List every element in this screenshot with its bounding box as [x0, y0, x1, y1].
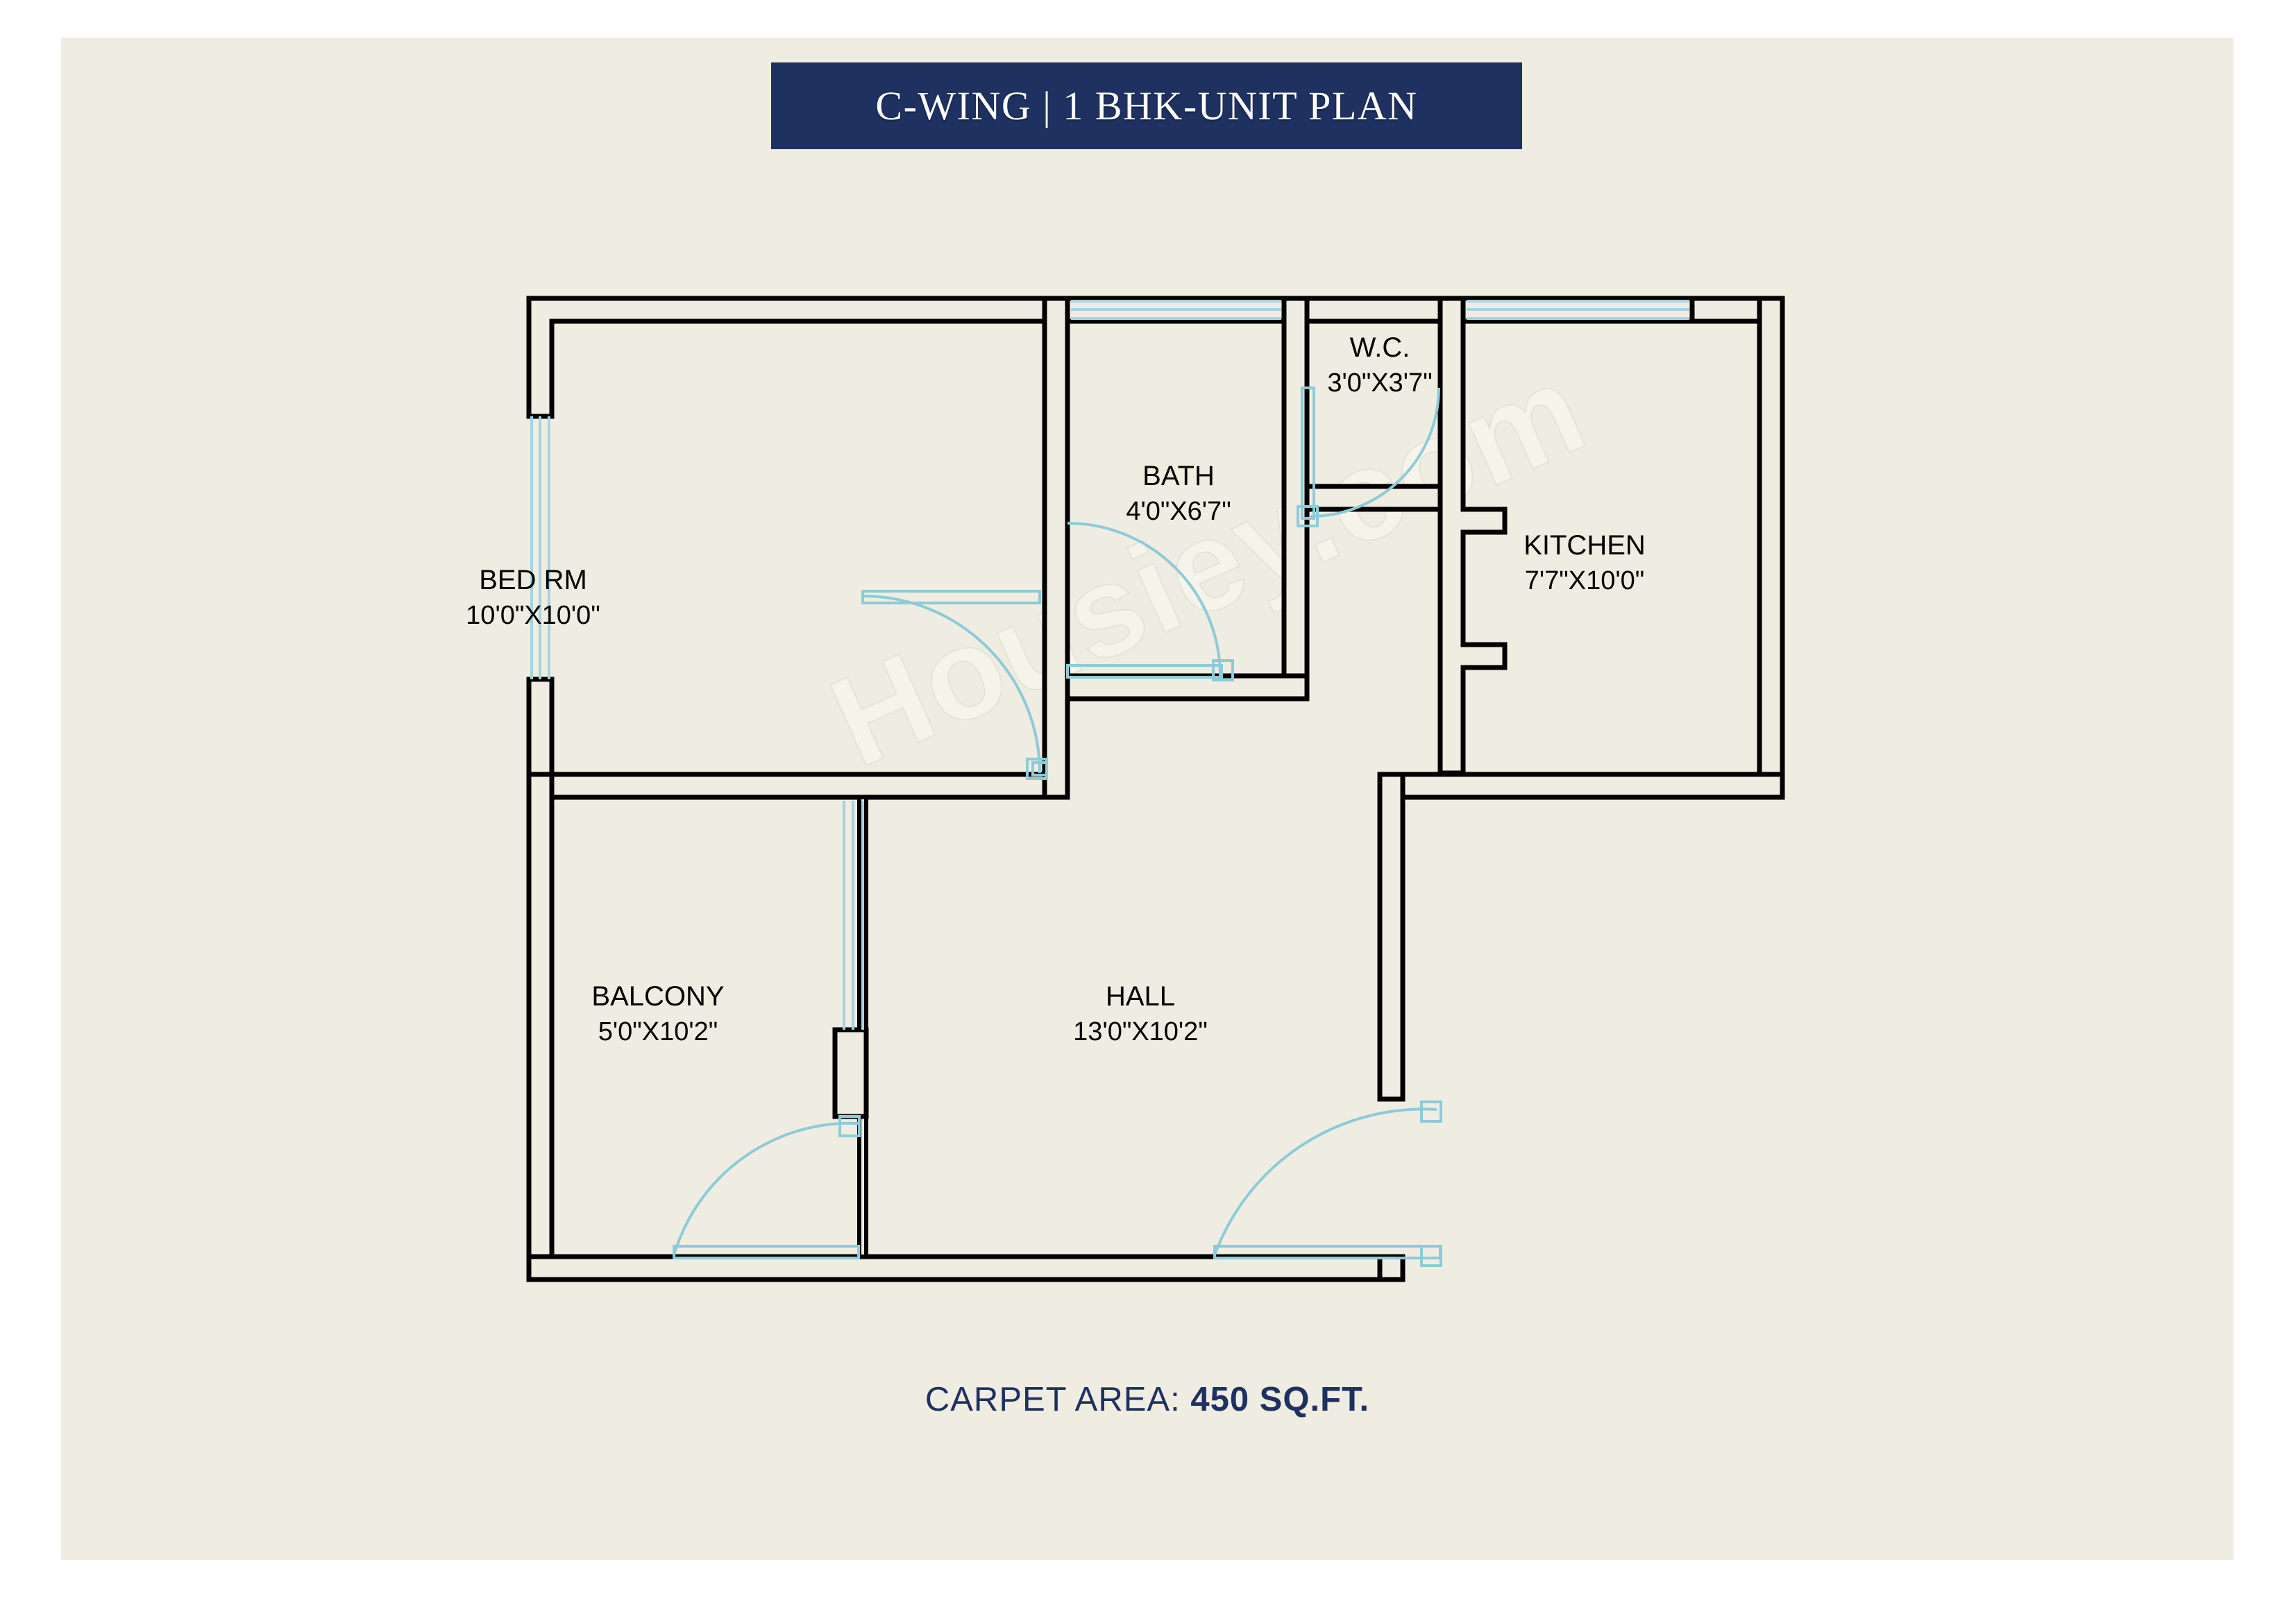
- room-label-bath-dim: 4'0"X6'7": [1126, 497, 1231, 526]
- door-bath: [1066, 522, 1234, 681]
- room-label-wc-dim: 3'0"X3'7": [1327, 368, 1432, 398]
- room-label-balcony-name: BALCONY: [591, 981, 724, 1012]
- room-labels-group: BED RM 10'0"X10'0" BATH 4'0"X6'7" W.C. 3…: [466, 332, 1646, 1046]
- page-title: C-WING | 1 BHK-UNIT PLAN: [875, 83, 1418, 128]
- wall-hall-west: [526, 772, 555, 1282]
- plan-sheet: Housiey.com: [61, 37, 2234, 1560]
- wall-bath-east: [1281, 296, 1310, 702]
- wall-bedroom-north: [526, 296, 1070, 419]
- wall-hall-east: [1377, 772, 1406, 1102]
- carpet-area-value: 450 SQ.FT.: [1190, 1381, 1370, 1418]
- carpet-area-caption: CARPET AREA: 450 SQ.FT.: [61, 1380, 2234, 1419]
- room-label-kitchen-name: KITCHEN: [1523, 530, 1646, 561]
- wall-kitchen-west: [1437, 296, 1508, 776]
- wall-kitchen-south: [1377, 772, 1785, 800]
- room-label-kitchen-dim: 7'7"X10'0": [1525, 566, 1645, 595]
- wall-hall-southeast: [1377, 1254, 1406, 1282]
- wall-bedroom-west-lower: [526, 677, 1070, 800]
- doors-group: [673, 386, 1442, 1267]
- window-balcony-divider: [843, 801, 864, 1030]
- carpet-area-label: CARPET AREA:: [925, 1381, 1191, 1418]
- room-label-bath-name: BATH: [1142, 461, 1215, 491]
- room-label-hall-dim: 13'0"X10'2": [1073, 1017, 1208, 1046]
- wall-bedroom-bath-divider: [1042, 296, 1070, 800]
- window-kitchen-north: [1467, 300, 1689, 320]
- room-label-hall-name: HALL: [1106, 981, 1175, 1012]
- room-label-wc-name: W.C.: [1350, 332, 1410, 363]
- wall-kitchen-east: [1757, 296, 1785, 800]
- floor-plan-drawing: BED RM 10'0"X10'0" BATH 4'0"X6'7" W.C. 3…: [466, 296, 1785, 1282]
- room-label-bedroom-name: BED RM: [479, 565, 587, 595]
- walls-group: [526, 296, 1785, 1282]
- wall-hall-south: [526, 1254, 1406, 1282]
- wall-balcony-door-jamb: [832, 1027, 869, 1119]
- windows-group: [530, 300, 1689, 1030]
- window-bath-north: [1071, 300, 1281, 320]
- door-wc: [1297, 386, 1440, 527]
- room-label-balcony-dim: 5'0"X10'2": [598, 1017, 718, 1046]
- door-balcony: [673, 1115, 861, 1259]
- wall-bath-south: [1065, 673, 1310, 702]
- door-main-entry: [1213, 1101, 1442, 1267]
- title-banner: C-WING | 1 BHK-UNIT PLAN: [771, 62, 1522, 149]
- door-bedroom: [861, 590, 1048, 780]
- room-label-bedroom-dim: 10'0"X10'0": [466, 601, 600, 630]
- window-bedroom-west: [530, 416, 550, 679]
